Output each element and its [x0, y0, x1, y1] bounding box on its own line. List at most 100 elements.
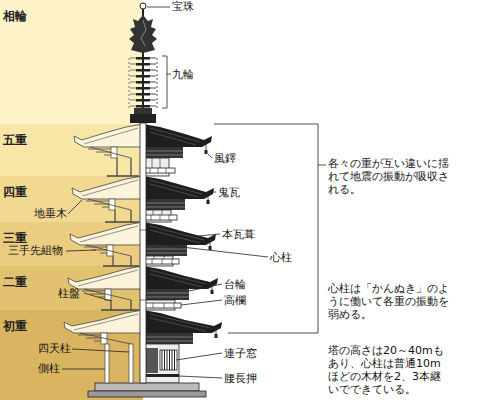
- wind-bell: [215, 334, 218, 338]
- railing: [143, 168, 175, 173]
- part-name: 地垂木: [34, 207, 67, 220]
- part-name: 柱盤: [58, 287, 80, 300]
- ground-story: [143, 344, 179, 383]
- ground-story: [145, 348, 158, 373]
- tier-band: 相輪: [0, 0, 143, 124]
- spire: [136, 75, 150, 78]
- leader-line: [147, 243, 268, 257]
- railing: [150, 168, 174, 308]
- spire: [136, 99, 150, 102]
- spire: [134, 108, 152, 114]
- tier-name: 四重: [3, 184, 27, 201]
- bracket-block: [143, 147, 183, 158]
- explanatory-note: 心柱は「かんぬき」のよ うに働いて各重の振動を 弱める。: [328, 282, 478, 321]
- part-name: 四天柱: [38, 342, 71, 355]
- part-name: 腰長押: [224, 372, 257, 385]
- roof-silhouette: [143, 124, 222, 333]
- bracket-block: [143, 333, 193, 344]
- spire: [136, 81, 150, 84]
- part-name: 心柱: [270, 251, 292, 264]
- railing: [143, 259, 179, 264]
- tier-name: 五重: [3, 132, 27, 149]
- leader-line: [162, 56, 171, 108]
- leader-line: [213, 192, 216, 193]
- leader-line: [176, 353, 222, 360]
- spire: [136, 63, 150, 66]
- spire: [136, 105, 150, 108]
- pillar-section: [101, 176, 139, 310]
- part-name: 宝珠: [172, 0, 194, 13]
- spire: [130, 114, 156, 123]
- spire: [136, 87, 150, 90]
- railing: [143, 303, 181, 308]
- wind-bell: [206, 142, 216, 334]
- leader-line: [72, 349, 129, 352]
- central-pillar: [140, 123, 146, 383]
- part-name: 本瓦葺: [222, 228, 255, 241]
- pillar-section: [111, 158, 131, 310]
- tier-name: 初重: [3, 318, 27, 335]
- ground-story: [143, 374, 179, 377]
- spire: [129, 58, 130, 110]
- central-pillar: [140, 230, 146, 300]
- leader-line: [66, 250, 96, 251]
- leader-line: [62, 369, 105, 370]
- central-pillar: [140, 123, 146, 383]
- leader-line: [147, 7, 170, 8]
- wind-bell: [211, 290, 214, 294]
- wind-bell: [207, 200, 210, 204]
- leader-line: [181, 300, 222, 305]
- leader-line: [84, 293, 111, 301]
- part-name: 台輪: [224, 278, 246, 291]
- wind-bell: [209, 246, 212, 250]
- pillar-section: [105, 344, 109, 383]
- leader-line: [179, 376, 222, 378]
- spire: [136, 57, 150, 60]
- explanatory-note: 塔の高さは20～40mも あり、心柱は普通10m ほどの木材を2、3本継 いでで…: [328, 344, 478, 396]
- part-name: 連子窓: [224, 347, 257, 360]
- part-name: 三手先組物: [8, 244, 63, 257]
- roof-section: [64, 124, 143, 333]
- bracket-block: [143, 289, 189, 300]
- leader-line: [189, 284, 222, 291]
- pillar-section: [101, 158, 139, 383]
- spire: [136, 93, 150, 96]
- tier-name: 二重: [3, 274, 27, 291]
- wind-bell: [205, 142, 218, 338]
- wind-bell: [205, 150, 208, 154]
- leader-line: [68, 200, 82, 214]
- pillar-section: [129, 344, 133, 383]
- spire: [150, 58, 156, 106]
- part-name: 高欄: [224, 294, 246, 307]
- leader-line: [62, 7, 326, 378]
- leader-line: [198, 234, 220, 236]
- railing: [143, 168, 181, 308]
- spire: [130, 58, 136, 106]
- ground-story: [95, 383, 199, 391]
- spire: [129, 3, 157, 123]
- explanatory-note: 各々の重が互い違いに揺 れて地震の振動が吸収さ れる。: [328, 157, 478, 196]
- spire: [136, 69, 150, 72]
- spire: [141, 20, 146, 46]
- leader-line: [208, 154, 212, 158]
- leader-line: [214, 124, 326, 333]
- part-name: 側柱: [38, 362, 60, 375]
- ground-story: [88, 344, 206, 397]
- tier-name: 相輪: [3, 8, 27, 25]
- bracket-block: [143, 151, 193, 341]
- bracket-block: [143, 199, 185, 210]
- ground-story: [162, 350, 175, 370]
- part-name: 鬼瓦: [218, 186, 240, 199]
- spire: [157, 58, 158, 110]
- spire: [129, 15, 157, 53]
- ground-story: [88, 391, 206, 397]
- part-name: 風鐸: [214, 152, 236, 165]
- part-name: 九輪: [172, 68, 194, 81]
- ground-story: [160, 350, 177, 370]
- story-wall: [143, 158, 175, 310]
- spire: [140, 3, 146, 9]
